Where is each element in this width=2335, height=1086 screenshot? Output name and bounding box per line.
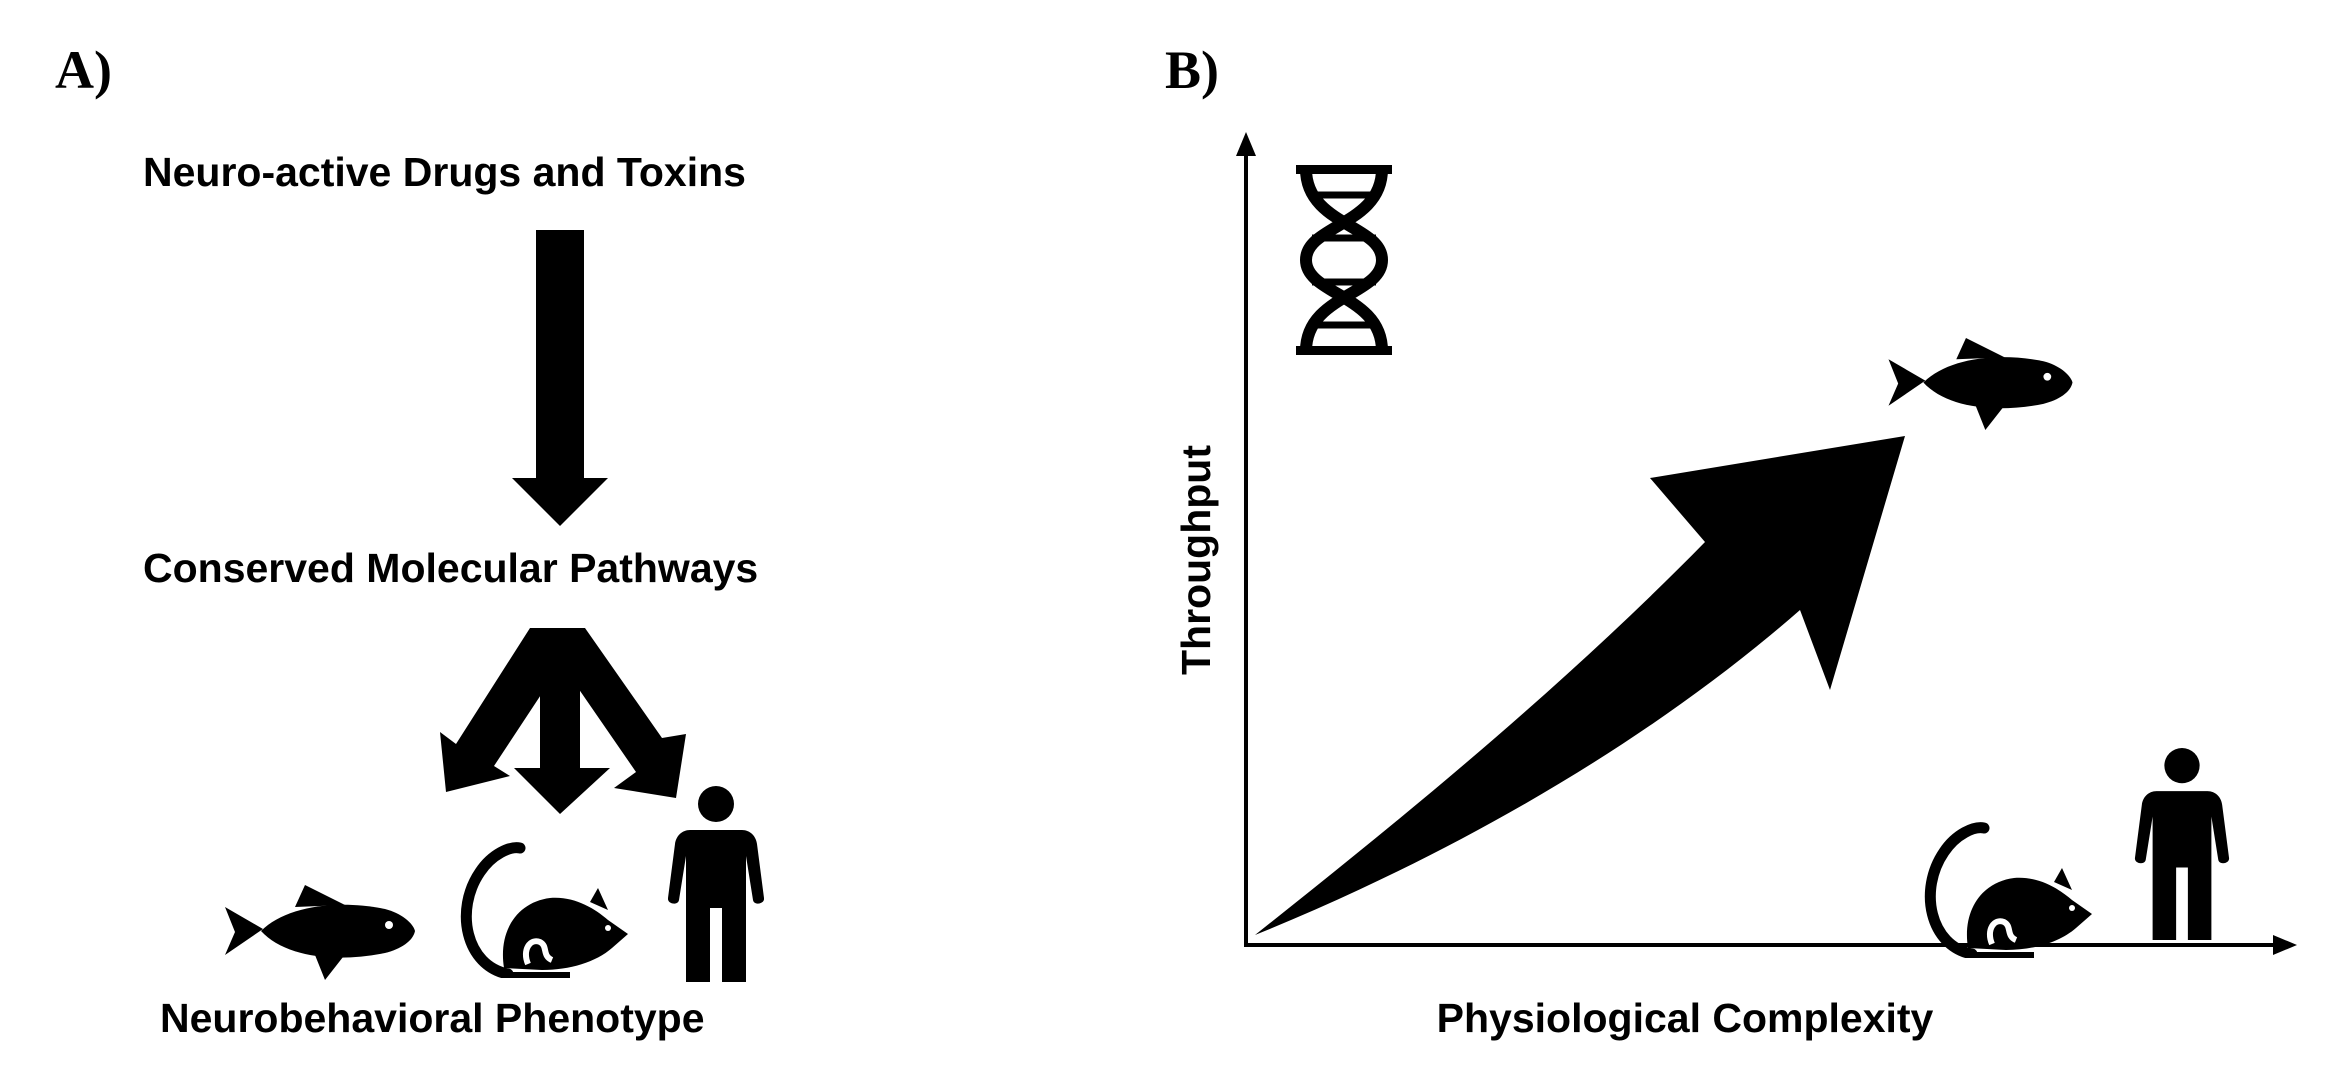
rat-icon — [1930, 828, 2092, 958]
human-icon — [2134, 748, 2230, 940]
fish-icon — [225, 885, 415, 980]
x-axis-label: Physiological Complexity — [1437, 995, 1934, 1041]
curved-arrow — [1255, 436, 1905, 935]
axes — [1236, 132, 2297, 955]
bottom-label: Neurobehavioral Phenotype — [160, 995, 705, 1041]
middle-label: Conserved Molecular Pathways — [143, 545, 758, 591]
top-label: Neuro-active Drugs and Toxins — [143, 149, 746, 195]
fish-icon — [1888, 338, 2073, 430]
rat-icon — [466, 848, 628, 978]
dna-icon — [1296, 169, 1392, 351]
y-axis-label: Throughput — [1173, 445, 1219, 675]
branch-arrow — [440, 628, 686, 814]
panel-a-label: A) — [55, 40, 112, 100]
down-arrow — [512, 230, 608, 526]
human-icon — [668, 786, 764, 982]
panel-b-label: B) — [1165, 40, 1219, 100]
